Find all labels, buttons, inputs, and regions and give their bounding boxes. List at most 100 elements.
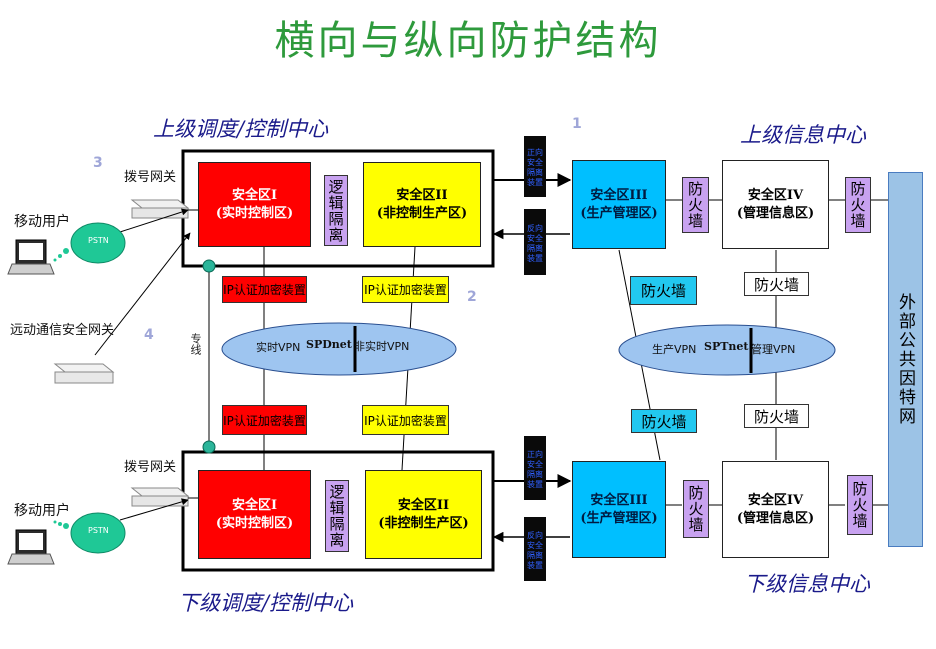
lower-dispatch-label: 下级调度/控制中心	[178, 591, 354, 615]
sptnet-cloud	[618, 324, 836, 376]
firewall-z4-sptnet-upper: 防火墙	[744, 272, 809, 296]
forward-isolation-device-lower: 正向 安全 隔离 装置	[524, 436, 546, 500]
lower-dispatch-frame	[181, 450, 495, 572]
iso-text: 反向	[527, 223, 543, 233]
marker-1: 1	[572, 116, 582, 132]
iso-text: 装置	[527, 178, 543, 187]
dial-gateway-device-lower	[130, 487, 190, 507]
spdnet-nonrealtime-vpn: 非实时VPN	[354, 340, 410, 353]
iso-text: 正向	[527, 449, 543, 459]
dial-gateway-label-upper: 拨号网关	[124, 170, 177, 185]
link-pstn-gateway-upper	[119, 208, 189, 233]
firewall-z3-sptnet-lower: 防火墙	[631, 409, 697, 433]
zone-2-name: 安全区II	[396, 187, 448, 203]
zone-3-name: 安全区III	[590, 492, 648, 508]
iso-text: 安全	[527, 540, 543, 550]
iso-text: 装置	[527, 560, 543, 570]
spdnet-label: SPDnet	[306, 338, 352, 351]
iso-text: 安全	[527, 158, 543, 167]
zone-2-name: 安全区II	[397, 497, 450, 513]
upper-logic-isolation: 逻辑隔离	[324, 175, 348, 246]
firewall-z3-sptnet-upper: 防火墙	[630, 276, 697, 305]
lower-info-label: 下级信息中心	[744, 572, 870, 596]
firewall-z4-sptnet-lower: 防火墙	[744, 404, 809, 428]
pstn-cloud-upper	[70, 222, 126, 264]
pstn-bubble	[53, 258, 57, 262]
reverse-isolation-device-lower: 反向 安全 隔离 装置	[524, 517, 546, 581]
mobile-gateway-label: 远动通信安全网关	[10, 323, 115, 338]
upper-zone-3: 安全区III (生产管理区)	[572, 160, 666, 249]
pstn-label-upper: PSTN	[88, 236, 109, 245]
dial-gateway-device-upper	[130, 199, 190, 219]
zone-1-name: 安全区I	[231, 497, 278, 513]
spdnet-realtime-vpn: 实时VPN	[256, 341, 301, 354]
zone-2-desc: (非控制生产区)	[378, 515, 469, 531]
iso-text: 隔离	[527, 550, 543, 560]
laptop-icon	[7, 529, 55, 565]
ip-device-upper-right: IP认证加密装置	[362, 276, 449, 303]
page-title: 横向与纵向防护结构	[274, 18, 662, 64]
zone-1-desc: (实时控制区)	[215, 205, 294, 221]
iso-text: 正向	[527, 148, 543, 157]
mobile-user-label-lower: 移动用户	[14, 503, 70, 519]
iso-text: 隔离	[527, 243, 543, 253]
zone-2-desc: (非控制生产区)	[376, 205, 468, 221]
pstn-label-lower: PSTN	[88, 526, 109, 535]
marker-3: 3	[93, 155, 103, 171]
pstn-bubble	[53, 520, 57, 524]
upper-dispatch-label: 上级调度/控制中心	[153, 117, 329, 141]
marker-2: 2	[467, 289, 477, 305]
lower-firewall-z4-ext: 防火墙	[847, 475, 873, 535]
connector-dot-lower	[202, 440, 216, 454]
zone-3-desc: (生产管理区)	[580, 510, 658, 526]
dedicated-line-label: 专线	[189, 333, 202, 355]
upper-zone-4: 安全区IV (管理信息区)	[722, 160, 829, 249]
ip-device-upper-left: IP认证加密装置	[222, 276, 307, 303]
zone-4-desc: (管理信息区)	[736, 205, 815, 221]
sptnet-label: SPTnet	[704, 340, 749, 353]
upper-info-label: 上级信息中心	[740, 123, 866, 147]
zone-1-desc: (实时控制区)	[215, 515, 294, 531]
zone-1-name: 安全区I	[231, 187, 278, 203]
lower-zone-4: 安全区IV (管理信息区)	[722, 461, 829, 558]
lower-logic-isolation: 逻辑隔离	[325, 480, 349, 552]
lower-firewall-z3-z4: 防火墙	[683, 480, 709, 538]
pstn-bubble	[63, 523, 69, 529]
iso-text: 安全	[527, 233, 543, 243]
pstn-cloud-lower	[70, 512, 126, 554]
spdnet-cloud	[221, 322, 457, 376]
link-pstn-gateway-lower	[119, 498, 189, 521]
ip-device-lower-left: IP认证加密装置	[222, 405, 307, 435]
upper-zone-1: 安全区I (实时控制区)	[198, 162, 311, 247]
forward-isolation-device-upper: 正向 安全 隔离 装置	[524, 136, 546, 197]
iso-text: 隔离	[527, 469, 543, 479]
zone-3-name: 安全区III	[590, 187, 648, 203]
sptnet-management-vpn: 管理VPN	[751, 343, 796, 356]
connector-dot-upper	[202, 259, 216, 273]
external-internet: 外部公共因特网	[888, 172, 923, 547]
upper-firewall-z3-z4: 防火墙	[682, 177, 709, 233]
dial-gateway-label-lower: 拨号网关	[124, 460, 177, 475]
pstn-bubble	[58, 254, 62, 258]
iso-text: 安全	[527, 459, 543, 469]
sptnet-production-vpn: 生产VPN	[652, 343, 697, 356]
iso-text: 隔离	[527, 168, 543, 177]
pstn-bubble	[63, 248, 69, 254]
zone-3-desc: (生产管理区)	[580, 205, 658, 221]
mobile-gateway-device	[53, 363, 115, 384]
laptop-icon	[7, 239, 55, 275]
pstn-bubble	[58, 522, 62, 526]
upper-zone-2: 安全区II (非控制生产区)	[363, 162, 481, 247]
mobile-user-label-upper: 移动用户	[14, 214, 70, 230]
zone-4-desc: (管理信息区)	[736, 510, 815, 526]
link-mobile-gateway	[94, 232, 191, 356]
zone-4-name: 安全区IV	[747, 492, 804, 508]
iso-text: 装置	[527, 479, 543, 489]
lower-zone-1: 安全区I (实时控制区)	[198, 470, 311, 559]
zone-4-name: 安全区IV	[747, 187, 804, 203]
ip-device-lower-right: IP认证加密装置	[362, 405, 449, 435]
reverse-isolation-device-upper: 反向 安全 隔离 装置	[524, 209, 546, 275]
lower-zone-3: 安全区III (生产管理区)	[572, 461, 666, 558]
iso-text: 反向	[527, 530, 543, 540]
